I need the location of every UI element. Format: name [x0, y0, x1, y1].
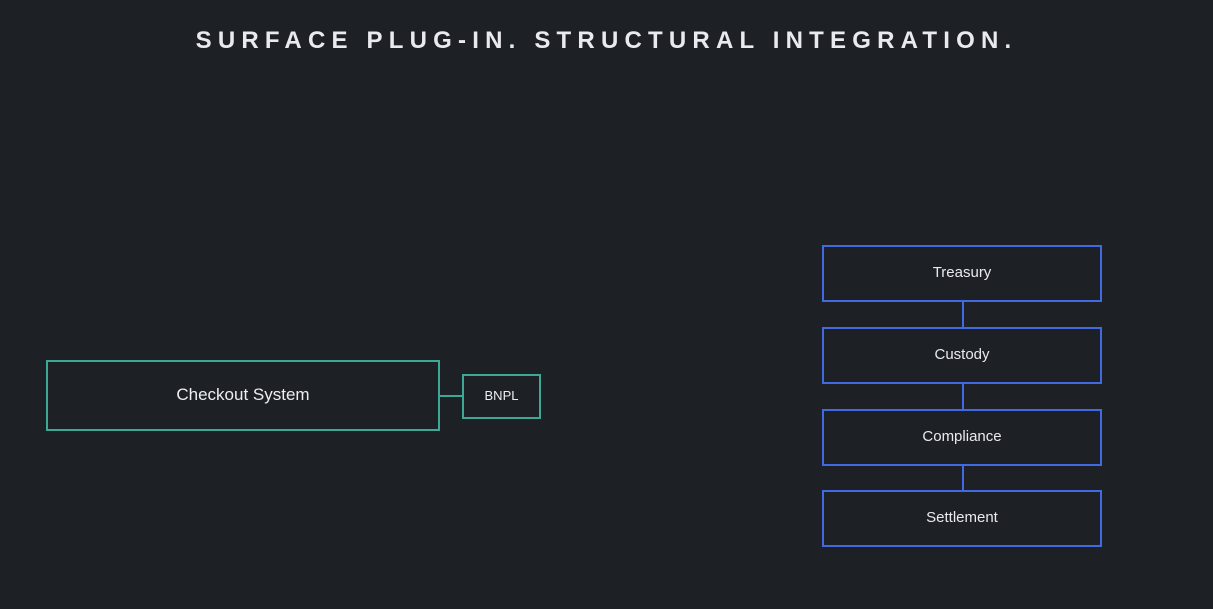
node-checkout-system-label: Checkout System [176, 385, 310, 405]
node-checkout-system[interactable]: Checkout System [46, 360, 440, 431]
node-bnpl[interactable]: BNPL [462, 374, 541, 419]
node-compliance-label: Compliance [922, 428, 1002, 446]
node-bnpl-label: BNPL [484, 388, 519, 404]
node-settlement-label: Settlement [926, 509, 998, 527]
page-title: SURFACE PLUG-IN. STRUCTURAL INTEGRATION. [195, 27, 1018, 54]
node-custody[interactable]: Custody [822, 327, 1102, 384]
node-compliance[interactable]: Compliance [822, 409, 1102, 466]
connector-custody-to-compliance [962, 383, 964, 410]
connector-compliance-to-settlement [962, 465, 964, 491]
connector-checkout-to-bnpl [440, 395, 464, 397]
connector-treasury-to-custody [962, 301, 964, 328]
node-settlement[interactable]: Settlement [822, 490, 1102, 547]
node-custody-label: Custody [934, 346, 990, 364]
node-treasury-label: Treasury [932, 264, 992, 282]
node-treasury[interactable]: Treasury [822, 245, 1102, 302]
